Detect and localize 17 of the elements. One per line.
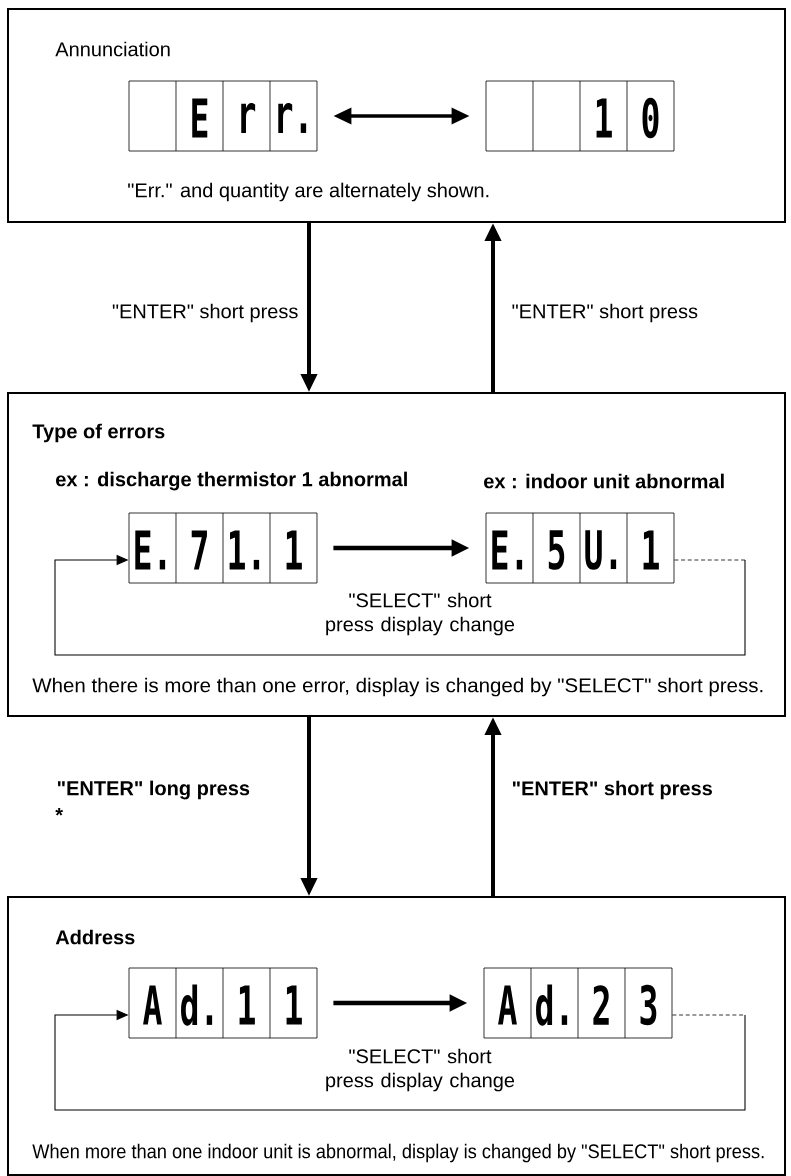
edge-label: "SELECT" short press display change	[326, 592, 515, 636]
edge-label: "ENTER" short press	[110, 302, 300, 324]
edge-label: "SELECT" short press display change	[326, 1048, 515, 1092]
example-caption: ex : discharge thermistor 1 abnormal	[56, 471, 407, 491]
edge-label: "ENTER" long press	[55, 779, 252, 801]
example-caption: ex : indoor unit abnormal	[484, 473, 724, 489]
seven-segment-display: E. 5 U. 1	[485, 512, 675, 584]
seven-segment-display: E r r.	[128, 80, 318, 152]
seven-segment-display: E. 7 1. 1	[128, 512, 318, 584]
edge-label: "ENTER" short press	[510, 302, 700, 324]
seven-segment-display: A d. 2 3	[483, 967, 673, 1039]
seven-segment-display: A d. 1 1	[128, 967, 318, 1039]
loop-arrow	[54, 554, 746, 656]
loop-arrow	[54, 1009, 746, 1111]
seven-segment-display: 1 0	[485, 80, 675, 152]
footnote-mark: *	[55, 808, 64, 816]
edge-label: "ENTER" short press	[510, 779, 715, 801]
